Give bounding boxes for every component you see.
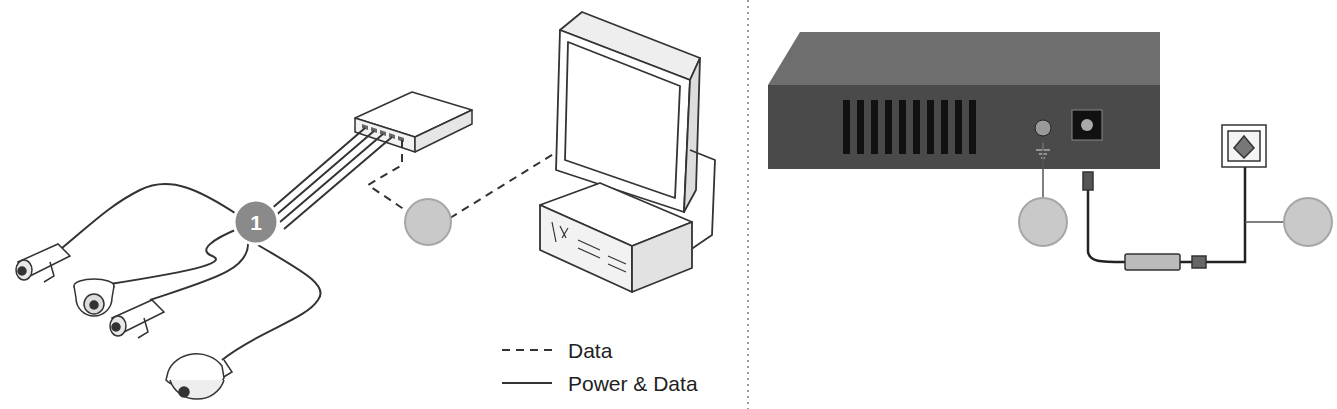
legend-text: Data <box>568 340 612 361</box>
bullet-camera <box>16 244 70 282</box>
legend-samples <box>502 350 552 383</box>
wall-outlet <box>1222 125 1266 167</box>
separator <box>747 0 749 409</box>
switch-rear <box>768 32 1160 169</box>
bullet-camera <box>110 300 164 338</box>
ptz-camera <box>166 354 232 399</box>
power-adapter <box>1083 172 1206 270</box>
callout-circles <box>234 198 1332 246</box>
poe-cables <box>62 128 392 360</box>
recorder <box>540 183 692 292</box>
callout-number: 1 <box>250 212 262 233</box>
dome-camera <box>74 279 114 316</box>
legend-text: Power & Data <box>568 373 698 394</box>
